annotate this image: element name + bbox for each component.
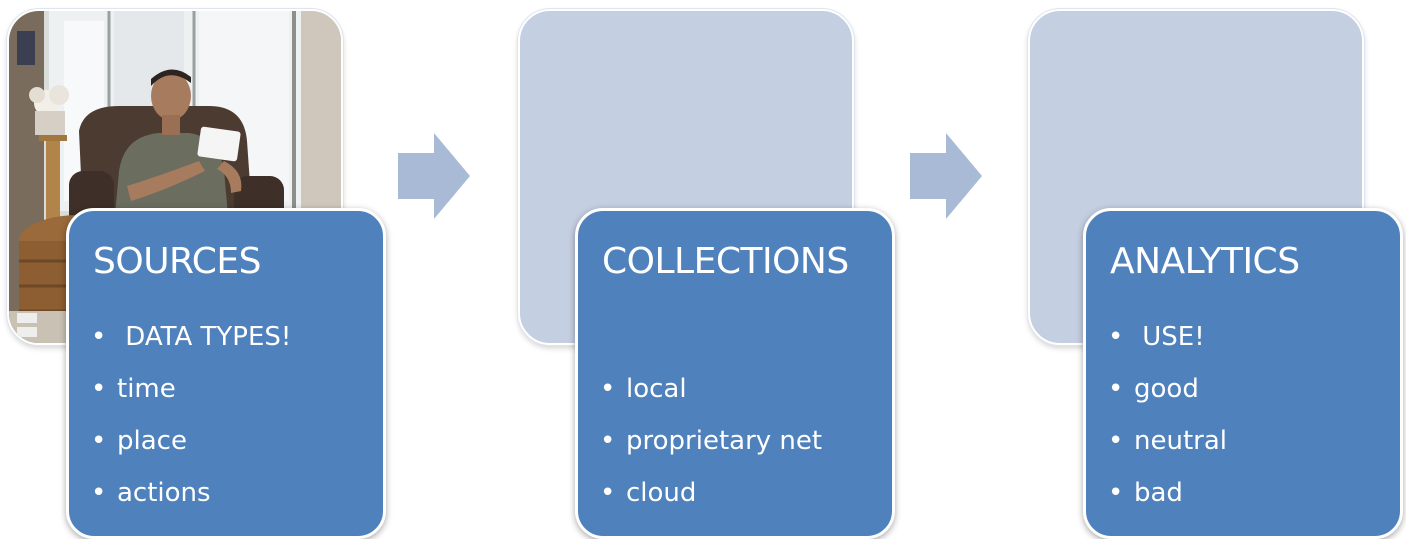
collections-card: COLLECTIONS •local •proprietary net •clo… (575, 208, 895, 539)
person-with-tablet-photo (9, 11, 341, 343)
bullet-list: • USE! •good •neutral •bad (1108, 311, 1227, 519)
list-item: •local (600, 374, 687, 404)
card-title: COLLECTIONS (602, 241, 849, 282)
sources-card: SOURCES • DATA TYPES! •time •place •acti… (66, 208, 386, 539)
list-item: •proprietary net (600, 426, 823, 456)
sources-photo-tile (7, 9, 343, 345)
list-item: • USE! (1108, 322, 1205, 352)
list-item: •bad (1108, 478, 1183, 508)
list-item: •cloud (600, 478, 697, 508)
list-item: •actions (91, 478, 211, 508)
bullet-list: • DATA TYPES! •time •place •actions (91, 311, 291, 519)
card-title: ANALYTICS (1110, 241, 1300, 282)
list-item: •time (91, 374, 176, 404)
card-title: SOURCES (93, 241, 262, 282)
list-item: • DATA TYPES! (91, 322, 292, 352)
bullet-list: •local •proprietary net •cloud (600, 363, 822, 519)
analytics-card: ANALYTICS • USE! •good •neutral •bad (1083, 208, 1403, 539)
list-item: •neutral (1108, 426, 1227, 456)
right-arrow-icon (398, 133, 470, 219)
list-item: •place (91, 426, 187, 456)
right-arrow-icon (910, 133, 982, 219)
list-item: •good (1108, 374, 1199, 404)
